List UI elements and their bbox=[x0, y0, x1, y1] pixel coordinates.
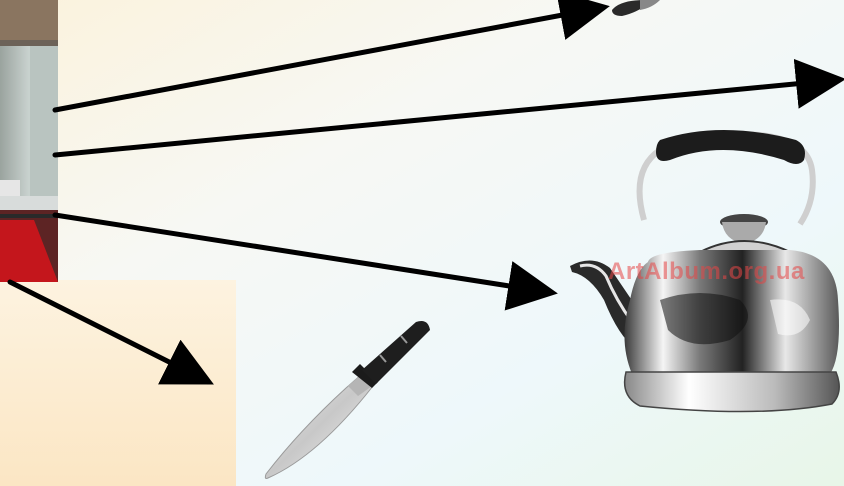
warm-panel bbox=[0, 280, 236, 486]
watermark-text: ArtAlbum.org.ua bbox=[608, 258, 805, 286]
photo-fragment bbox=[0, 0, 58, 282]
